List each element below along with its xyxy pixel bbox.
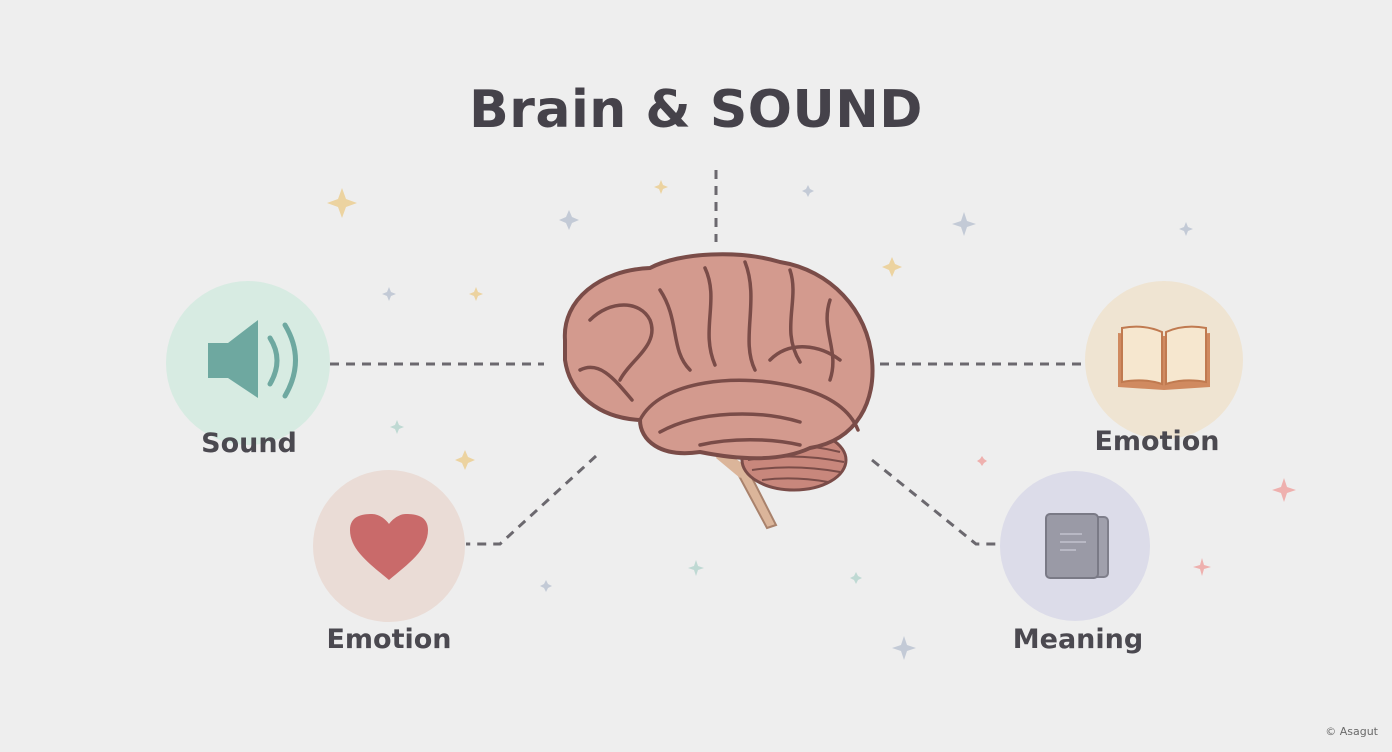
credit-text: © Asagut xyxy=(1325,725,1378,738)
node-emotion-left xyxy=(313,470,465,622)
node-emotion-right xyxy=(1085,281,1243,439)
book-icon xyxy=(1118,325,1210,390)
connector-emotion-left xyxy=(466,454,598,546)
sparkles-decoration xyxy=(327,180,1296,660)
label-emotion-left: Emotion xyxy=(326,624,452,655)
label-sound: Sound xyxy=(201,428,297,459)
node-sound xyxy=(166,281,330,445)
heart-icon xyxy=(350,514,428,580)
label-emotion-right: Emotion xyxy=(1094,426,1220,457)
diagram-title: Brain & SOUND xyxy=(469,80,923,140)
speaker-icon xyxy=(208,320,298,399)
brain-icon xyxy=(562,252,875,530)
connector-lines xyxy=(330,170,1084,546)
document-icon xyxy=(1045,513,1109,579)
label-meaning: Meaning xyxy=(1012,624,1144,655)
node-meaning xyxy=(1000,471,1150,621)
connector-meaning xyxy=(871,458,998,546)
